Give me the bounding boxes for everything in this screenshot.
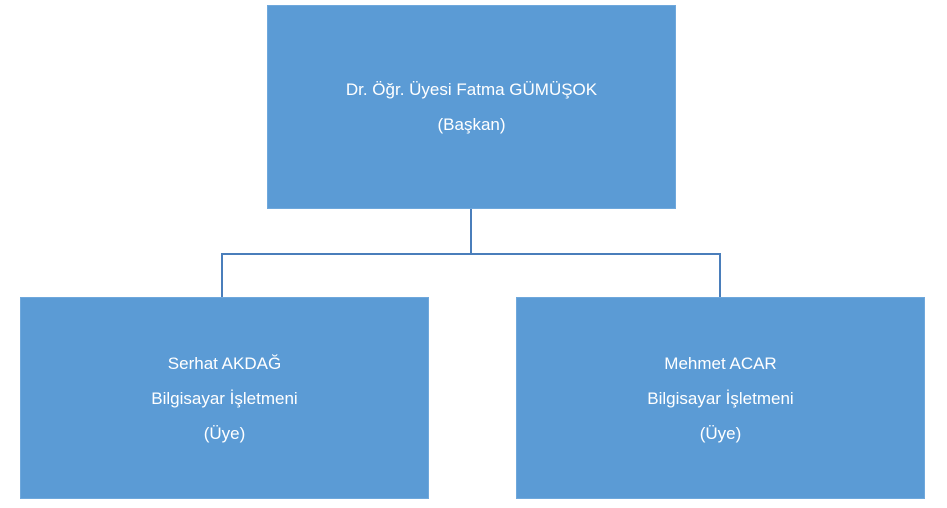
- head-role: (Başkan): [437, 115, 506, 134]
- member-name: Serhat AKDAĞ: [167, 353, 282, 373]
- member-title: Bilgisayar İşletmeni: [647, 388, 794, 408]
- connector-horizontal: [221, 253, 721, 255]
- member-name: Mehmet ACAR: [664, 353, 777, 373]
- member-node-2: Mehmet ACAR Bilgisayar İşletmeni (Üye): [516, 297, 925, 499]
- member-role: (Üye): [203, 423, 246, 443]
- head-name: Dr. Öğr. Üyesi Fatma GÜMÜŞOK: [345, 80, 598, 99]
- member-role: (Üye): [699, 423, 742, 443]
- connector-trunk: [470, 209, 472, 254]
- connector-left: [221, 253, 223, 297]
- member-title: Bilgisayar İşletmeni: [151, 388, 298, 408]
- member-node-1: Serhat AKDAĞ Bilgisayar İşletmeni (Üye): [20, 297, 429, 499]
- head-node: Dr. Öğr. Üyesi Fatma GÜMÜŞOK (Başkan): [267, 5, 676, 209]
- connector-right: [719, 253, 721, 297]
